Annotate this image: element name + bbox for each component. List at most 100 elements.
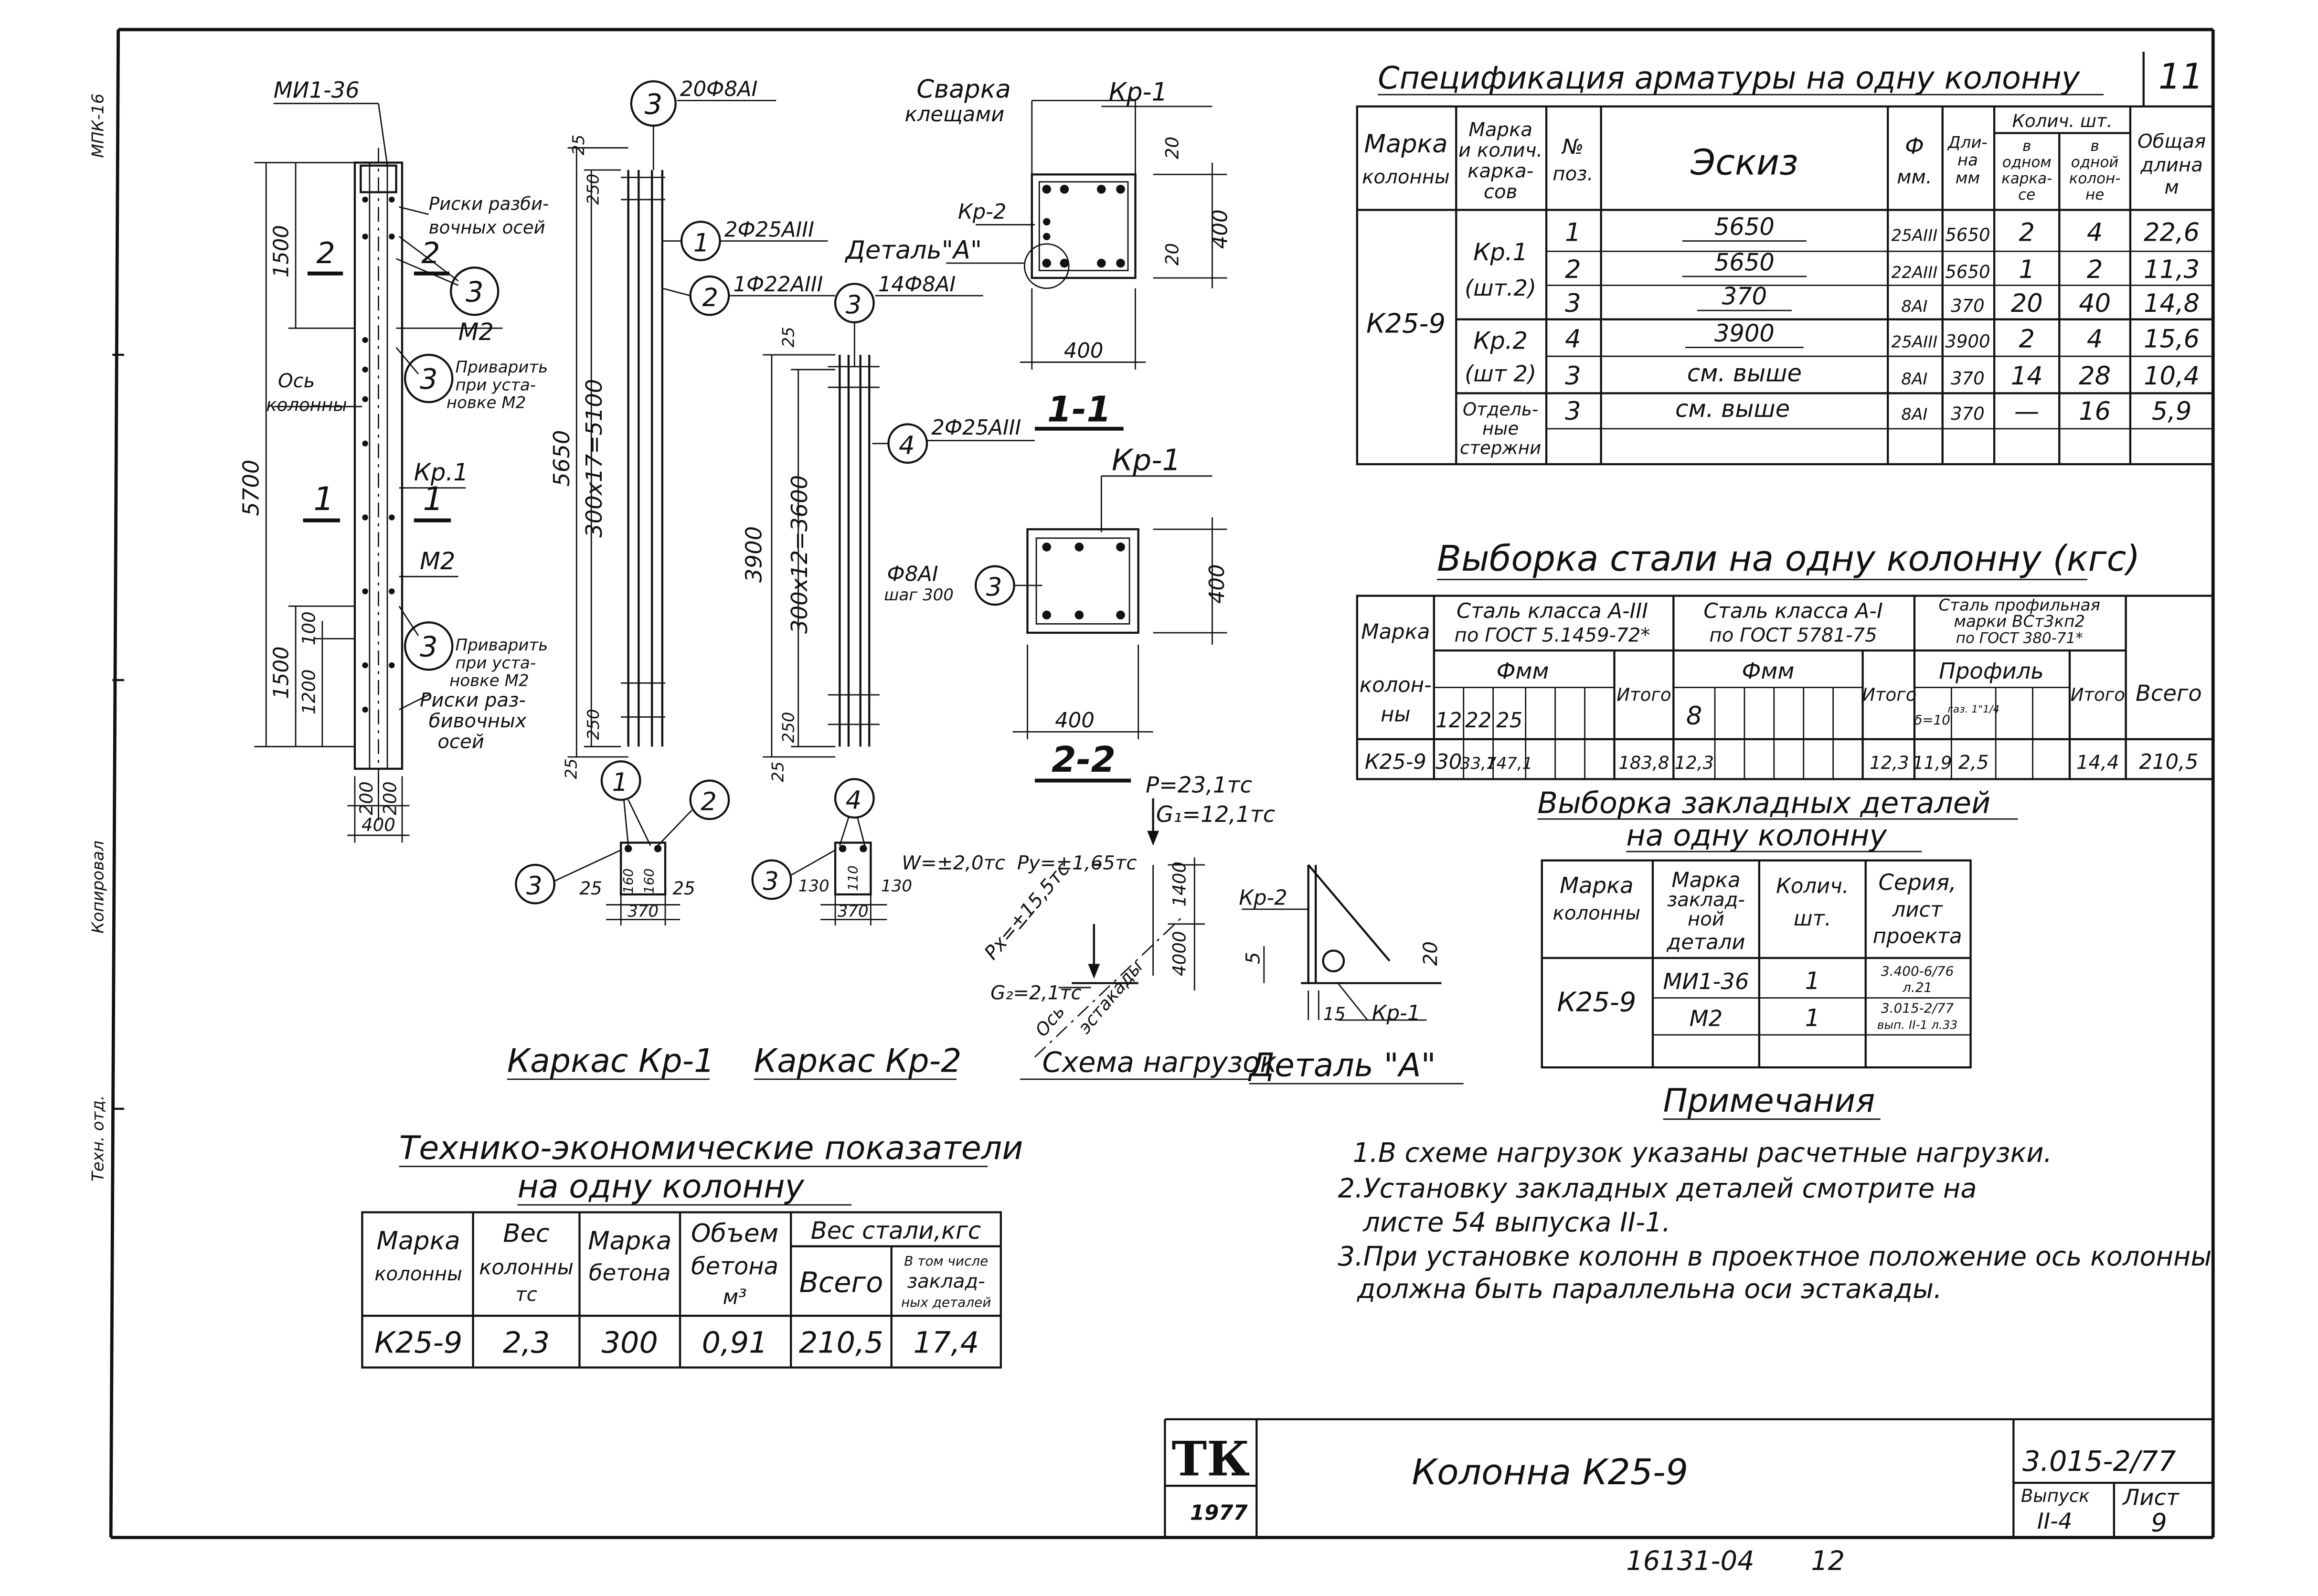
embed-h-marka-1: Марка [1560,872,1633,898]
section2-mark-right: 2 [421,236,440,270]
detail-dim-5: 5 [1243,952,1265,964]
sec11-title: 1-1 [1047,388,1111,430]
note-2b: листе 54 выпуска II-1. [1362,1207,1670,1238]
spec-h-mk-4: сов [1484,181,1517,203]
privarit-top-3: новке М2 [447,393,526,412]
tech-h-marka-2: колонны [374,1263,462,1285]
steel-sub-gaz: газ. 1"1/4 [1947,703,1999,715]
kp1-sec-callout-2: 2 [701,787,716,816]
sec22-kp1-label: Кр-1 [1112,443,1181,477]
notes-title: Примечания [1663,1082,1875,1120]
spec-r6-n2: 16 [2079,397,2111,426]
note-1: 1.В схеме нагрузок указаны расчетные наг… [1353,1138,2052,1169]
kp1-dim-5650: 5650 [549,430,574,487]
spec-h-poz-2: поз. [1552,163,1593,185]
embed-r2-ser-2: вып. II-1 л.33 [1877,1018,1957,1032]
tech-table: Технико-экономические показатели на одну… [361,1129,1023,1369]
spec-r5-n2: 28 [2079,362,2111,391]
spec-r3-n2: 40 [2079,289,2111,318]
detail-dim-15: 15 [1323,1004,1346,1024]
load-p: P=23,1тс [1146,772,1252,798]
spec-group-sep-1: Отдель- [1463,399,1538,420]
note-2: 2.Установку закладных деталей смотрите н… [1338,1173,1977,1204]
note-3: 3.При установке колонн в проектное полож… [1338,1241,2212,1272]
detail-a [1242,864,1442,1021]
tech-h-beton-1: Марка [588,1226,671,1256]
kp1-dim-25-top: 25 [569,135,588,155]
kp1-mark-label: Кр.1 [414,458,468,486]
spec-group-kp1-2: (шт.2) [1465,275,1536,301]
kp2-sec-callout-4: 4 [846,786,861,815]
steel-h-profil: Профиль [1939,658,2044,684]
kp1-pos1-label: 2Ф25АIII [724,218,814,242]
steel-row-b10: 11,9 [1913,753,1952,773]
spec-r2-phi: 22АIII [1892,263,1938,282]
kp2-pos4-callout: 4 [899,431,914,460]
sec22-title: 2-2 [1052,739,1116,780]
sec11-svarka-1: Сварка [916,74,1010,104]
kp1-dim-300x17: 300х17=5100 [581,379,607,538]
embed-h-zakl-4: детали [1666,930,1745,954]
spec-r1-n2: 4 [2087,218,2103,247]
bottom-stamp: 16131-04 12 [1626,1546,1845,1577]
steel-h-prof-3: по ГОСТ 380-71* [1956,630,2083,647]
spec-column-mark: К25-9 [1366,309,1446,340]
embed-h-zakl-1: Марка [1671,868,1740,892]
spec-h-len-1: Дли- [1947,133,1988,152]
tech-h-ves-3: тс [515,1284,537,1306]
title-logo: ТК [1171,1432,1250,1487]
steel-h-marka-2: колон- [1360,673,1432,697]
sheet-number: 11 [2159,56,2204,97]
spec-h-phi-2: мм. [1897,166,1932,188]
load-py: Py=±1,65тс [1017,852,1137,874]
spec-r1-len: 5650 [1945,225,1990,245]
spec-r2-n2: 2 [2087,255,2103,284]
steel-h-marka-1: Марка [1361,620,1430,644]
caption-karkas-kp2: Каркас Кр-2 [754,1042,962,1080]
spec-r2-len: 5650 [1945,262,1990,282]
steel-h-prof-2: марки ВСт3кп2 [1954,612,2085,631]
spec-r6-phi: 8АI [1901,405,1927,424]
embed-r1-mark: МИ1-36 [1663,968,1749,994]
detail-kp2-label: Кр-2 [1239,886,1287,910]
column-elevation [254,103,503,843]
kp1-sec-dim-370: 370 [627,902,659,921]
kp1-sec-callout-1: 1 [612,768,628,797]
spec-r4-poz: 4 [1565,324,1581,353]
section-2-2 [974,475,1227,783]
kp1-sec-dim-25-left: 25 [580,878,602,899]
spec-h-eskiz: Эскиз [1690,141,1798,183]
spec-h-mk-1: Марка [1468,119,1532,141]
spec-r5-eskiz: см. выше [1687,360,1802,387]
spec-r5-phi: 8АI [1901,370,1927,389]
privarit-bot-3: новке М2 [449,671,529,690]
tech-row-obem: 0,91 [702,1326,768,1360]
spec-r1-poz: 1 [1565,218,1581,247]
kp2-pos4-label: 2Ф25АIII [931,416,1021,440]
spec-h-odnoi-3: колон- [2069,170,2121,187]
spec-r1-phi: 25АIII [1892,226,1938,245]
embed-title-1: Выборка закладных деталей [1538,786,1991,820]
spec-h-mk-3: карка- [1467,160,1533,182]
steel-row-marka: К25-9 [1365,750,1426,774]
spec-r1-total: 22,6 [2144,218,2200,247]
tech-h-stal: Вес стали,кгс [811,1217,981,1245]
riski-bot-1: Риски раз- [420,690,526,712]
drawing-captions: Каркас Кр-1 Каркас Кр-2 Схема нагрузок Д… [507,1042,1464,1085]
kp1-dim-25-bottom: 25 [562,758,581,779]
tech-h-ves-2: колонны [479,1256,574,1279]
spec-h-len-2: на [1957,151,1978,170]
tech-row-vsego: 210,5 [799,1326,883,1360]
spec-r1-n1: 2 [2019,218,2034,247]
column-axis-label-1: Ось [278,370,315,392]
detail-a-labels: Кр-2 Кр-1 5 15 20 [1239,886,1442,1025]
privarit-top-1: Приварить [455,358,548,377]
m2-top-label: М2 [458,318,494,346]
steel-table: Выборка стали на одну колонну (кгс) Марк… [1356,538,2214,780]
tech-title-2: на одну колонну [517,1168,805,1206]
steel-h-fmm-2: Фмм [1742,658,1794,684]
section-1-1 [946,100,1227,431]
spec-r3-eskiz: 370 [1722,283,1767,310]
title-vypusk: II-4 [2037,1508,2073,1534]
steel-h-marka-3: ны [1381,703,1411,727]
